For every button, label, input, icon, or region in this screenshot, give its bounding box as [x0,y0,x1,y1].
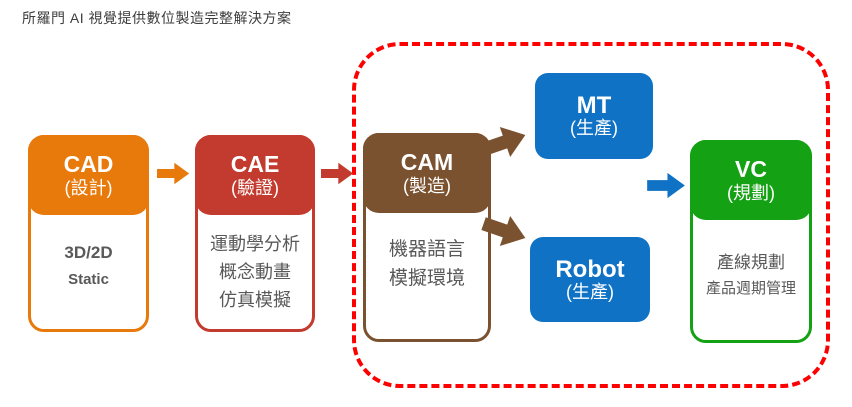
arrow-cad-to-cae-icon [157,159,190,188]
arrow-cae-to-cam-icon [321,159,354,188]
mt-box: MT (生產) [535,73,653,159]
cam-box: CAM (製造) 機器語言 模擬環境 [363,133,491,342]
arrow-cam-to-robot-icon [478,207,533,254]
cae-body: 運動學分析 概念動畫 仿真模擬 [198,215,312,329]
cam-body-line: 模擬環境 [388,268,465,289]
cad-box: CAD (設計) 3D/2D Static [28,135,149,332]
cad-body-line: 3D/2D [64,243,113,262]
mt-title: MT [576,92,612,120]
vc-body-line: 產品週期管理 [705,280,796,297]
cad-body: 3D/2D Static [31,215,146,329]
robot-subtitle: (生產) [566,281,614,302]
arrow-to-vc-icon [646,171,687,200]
vc-body: 產線規劃 產品週期管理 [693,220,809,340]
arrow-cam-to-mt-icon [478,118,533,165]
cam-body-line: 機器語言 [388,239,465,260]
cae-body-line: 運動學分析 [210,234,300,254]
vc-box: VC (規劃) 產線規劃 產品週期管理 [690,140,812,343]
cae-title: CAE [230,151,280,178]
page-title: 所羅門 AI 視覺提供數位製造完整解決方案 [22,10,292,26]
cam-title: CAM [400,149,454,176]
production-scope-outline [352,42,830,388]
robot-title: Robot [555,255,625,283]
vc-subtitle: (規劃) [727,182,775,203]
cae-header: CAE (驗證) [195,135,315,215]
vc-title: VC [735,156,767,183]
robot-box: Robot (生產) [530,237,650,322]
cam-body: 機器語言 模擬環境 [366,213,488,339]
cae-body-line: 仿真模擬 [219,290,291,310]
cad-body-line: Static [68,271,109,288]
cae-subtitle: (驗證) [231,177,279,198]
vc-body-line: 產線規劃 [717,253,785,272]
cam-header: CAM (製造) [363,133,491,213]
cae-box: CAE (驗證) 運動學分析 概念動畫 仿真模擬 [195,135,315,332]
cae-body-line: 概念動畫 [219,262,291,282]
cad-header: CAD (設計) [28,135,149,215]
mt-subtitle: (生產) [570,118,618,139]
cam-subtitle: (製造) [403,175,451,196]
cad-subtitle: (設計) [64,177,113,198]
vc-header: VC (規劃) [690,140,812,220]
cad-title: CAD [63,151,114,178]
